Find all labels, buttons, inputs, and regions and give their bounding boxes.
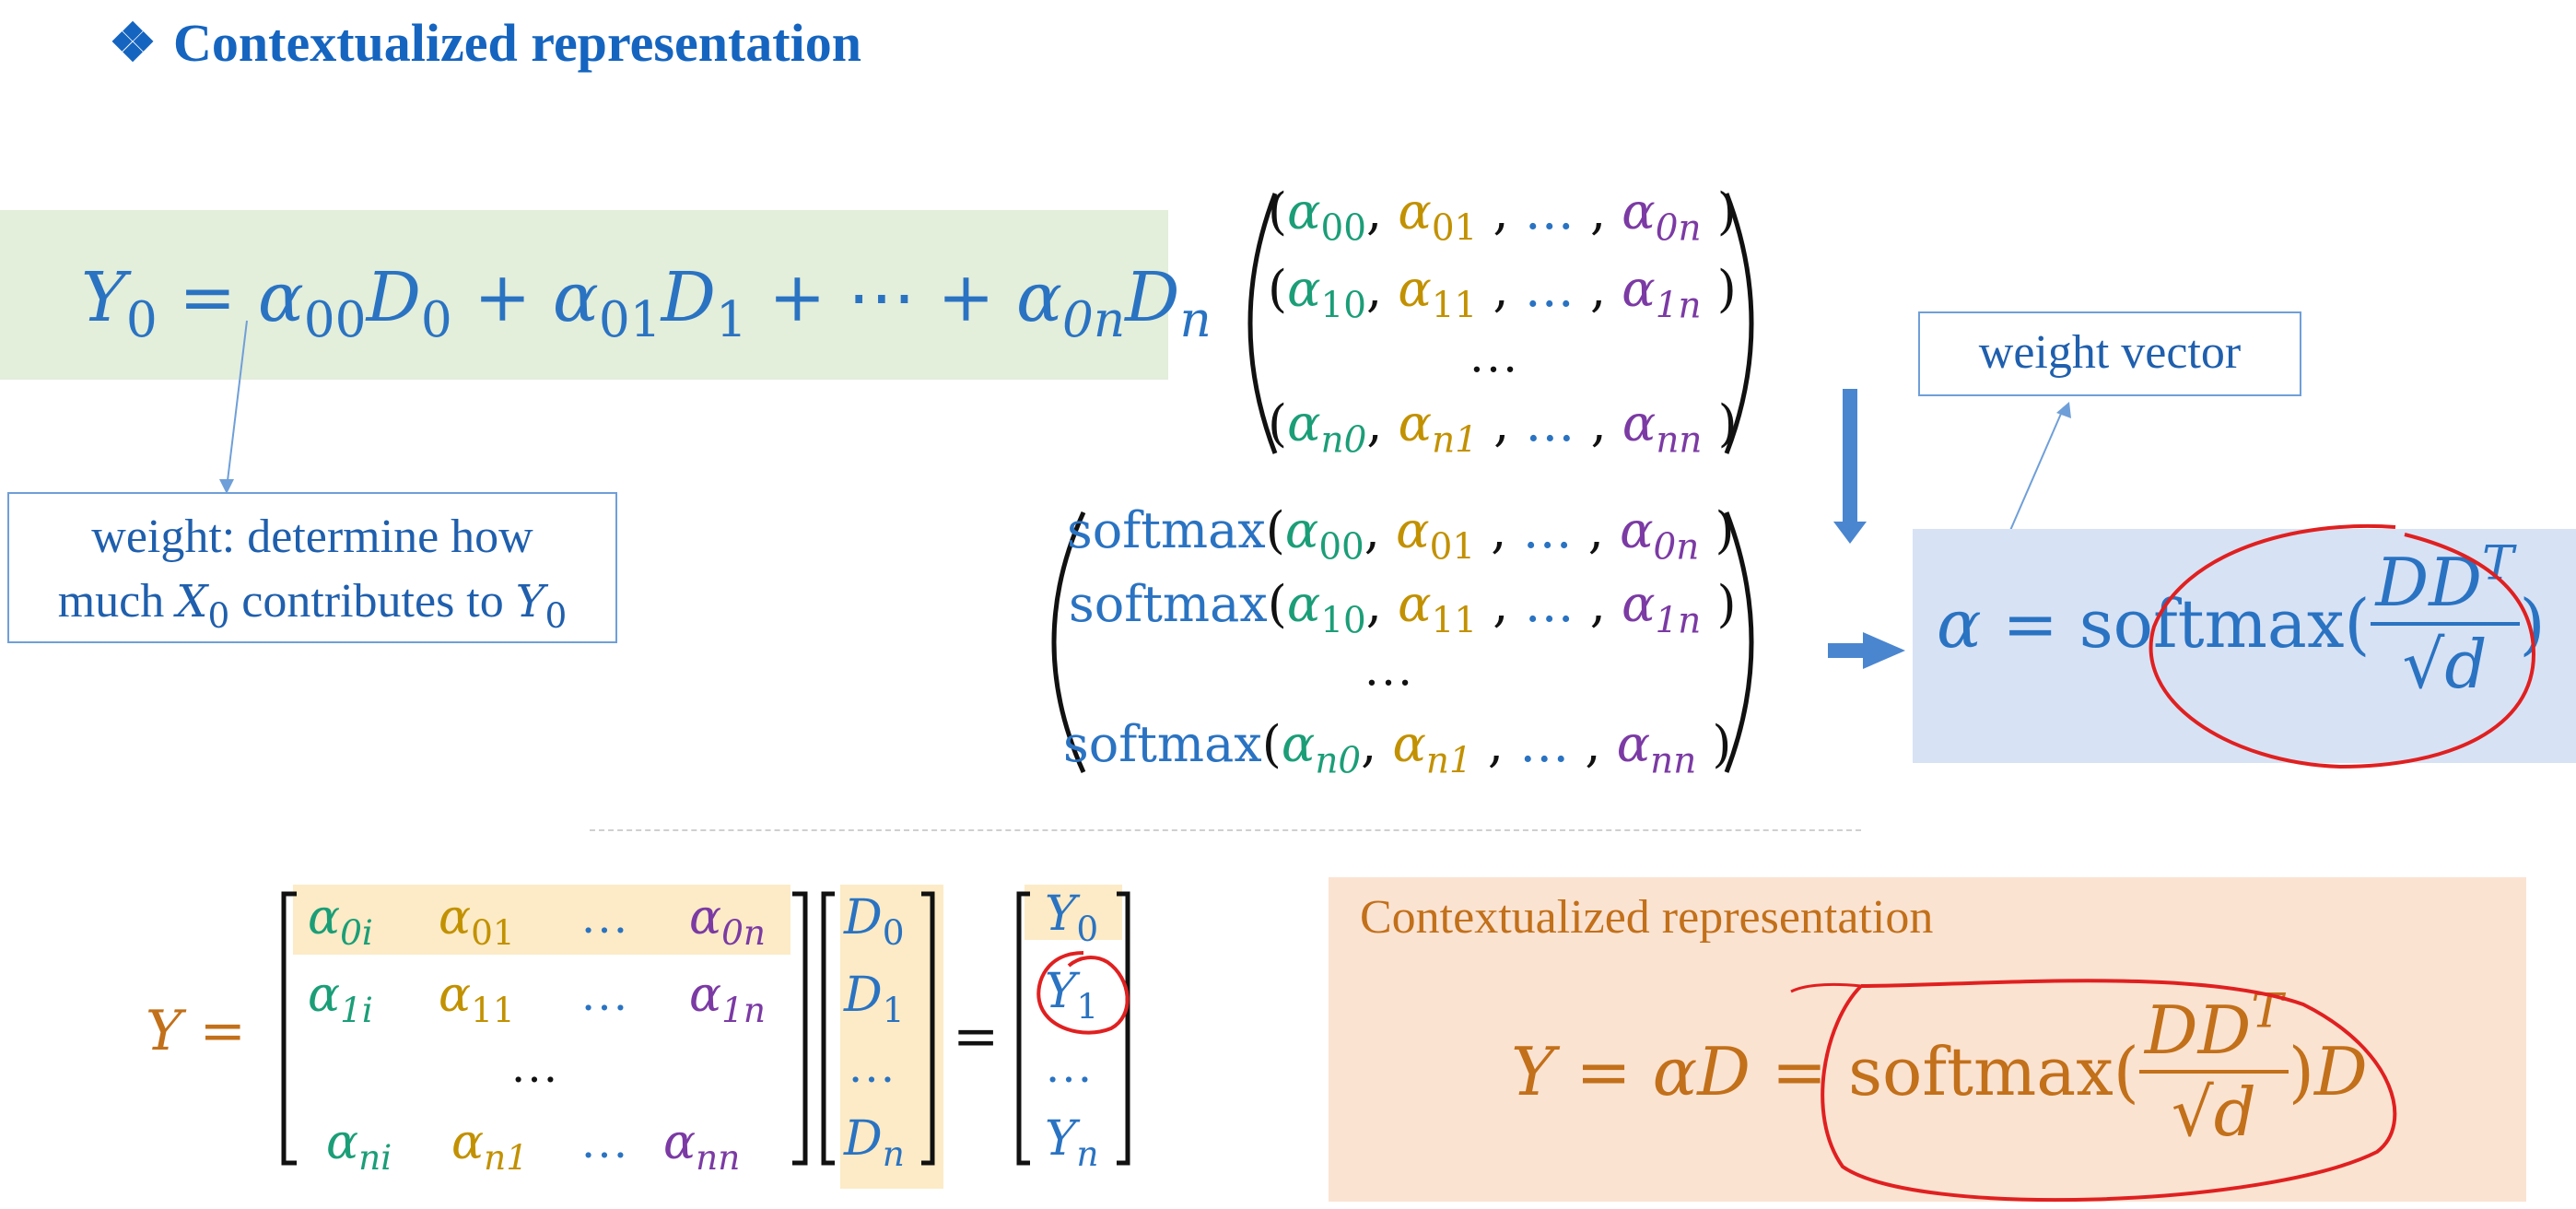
final-equation: Y = αD = softmax(DDT√d)D — [1511, 983, 2368, 1152]
contextualized-box-label: Contextualized representation — [1360, 891, 1934, 944]
equation-band — [0, 210, 1168, 380]
alpha-row-n: (αn0, αn1 , … , αnn ) — [1268, 394, 1738, 462]
alpha-matrix-brackets — [281, 891, 808, 1166]
y-vector-brackets — [1016, 891, 1130, 1166]
cell-a0n: α0n — [689, 890, 767, 953]
softmax-row-0: softmax(α00, α01 , … , α0n ) — [1067, 501, 1735, 569]
weight-callout-line1: weight: determine how — [91, 511, 533, 563]
cell-a11: α11 — [439, 968, 515, 1030]
alpha-equation: α = softmax(DDT√d) — [1937, 535, 2546, 703]
cell-dn: Dn — [844, 1111, 905, 1174]
d-column-highlight — [840, 885, 943, 1189]
right-paren-softmax — [1724, 511, 1754, 773]
red-circle-annotation-y1 — [1036, 951, 1130, 1035]
alpha-band — [1913, 529, 2576, 763]
down-arrow-head — [1833, 522, 1867, 544]
y0-highlight — [1025, 885, 1122, 940]
cell-a1n: α1n — [689, 968, 767, 1030]
alpha-row-0: (α00, α01 , … , α0n ) — [1268, 182, 1737, 250]
softmax-row-ellipsis: … — [1364, 640, 1413, 696]
weight-callout: weight: determine how much X0 contribute… — [7, 492, 617, 643]
weight-callout-line2: much X0 contributes to Y0 — [57, 575, 568, 636]
red-circle-annotation-lower — [1790, 979, 2397, 1203]
cell-ellipsis-n: … — [580, 1116, 628, 1168]
weight-pointer-arrowhead — [219, 479, 234, 494]
diamond-bullet-icon: ❖ — [109, 13, 157, 73]
left-paren-softmax — [1051, 511, 1086, 774]
cell-ellipsis-0: … — [580, 891, 628, 944]
cell-a0i: α0i — [308, 890, 373, 953]
cell-yn: Yn — [1045, 1111, 1099, 1174]
cell-a1i: α1i — [308, 968, 373, 1030]
down-arrow-shaft — [1843, 389, 1857, 527]
red-circle-annotation-upper — [2149, 523, 2536, 769]
y0-equation: Y0 = α00D0 + α01D1 + ⋯ + α0nDn — [81, 258, 1212, 349]
cell-row-ellipsis: … — [510, 1040, 558, 1093]
vector-pointer-arrowhead — [2056, 402, 2071, 418]
final-fraction: DDT√d — [2138, 988, 2289, 1152]
cell-an1: αn1 — [451, 1115, 529, 1178]
cell-ani: αni — [326, 1115, 392, 1178]
right-arrow-head — [1863, 632, 1905, 669]
cell-y-ellipsis: … — [1045, 1040, 1093, 1093]
y-symbol: Y = — [146, 999, 246, 1063]
alpha-row-ellipsis: … — [1469, 327, 1518, 382]
cell-ellipsis-1: … — [580, 968, 628, 1021]
page-title: ❖ Contextualized representation — [109, 11, 861, 74]
cell-d1: D1 — [844, 968, 905, 1030]
softmax-row-n: softmax(αn0, αn1 , … , αnn ) — [1063, 715, 1732, 782]
right-paren-upper — [1724, 193, 1754, 454]
cell-y0: Y0 — [1045, 886, 1099, 949]
d-vector-brackets — [821, 891, 935, 1166]
right-arrow-shaft — [1828, 643, 1865, 658]
row-highlight — [293, 885, 790, 955]
contextualized-box — [1329, 877, 2526, 1202]
weight-vector-callout: weight vector — [1918, 311, 2301, 396]
cell-y1: Y1 — [1045, 964, 1099, 1027]
weight-pointer-line — [226, 320, 248, 489]
cell-a01: α01 — [439, 890, 515, 953]
page-title-text: Contextualized representation — [173, 13, 861, 73]
equals-sign: = — [953, 1004, 1000, 1069]
cell-ann: αnn — [663, 1115, 741, 1178]
alpha-row-1: (α10, α11 , … , α1n ) — [1268, 260, 1737, 327]
cell-d-ellipsis: … — [848, 1040, 896, 1093]
softmax-row-1: softmax(α10, α11 , … , α1n ) — [1069, 575, 1737, 642]
cell-d0: D0 — [844, 890, 905, 953]
section-divider — [590, 829, 1861, 831]
left-paren-upper — [1247, 193, 1278, 454]
